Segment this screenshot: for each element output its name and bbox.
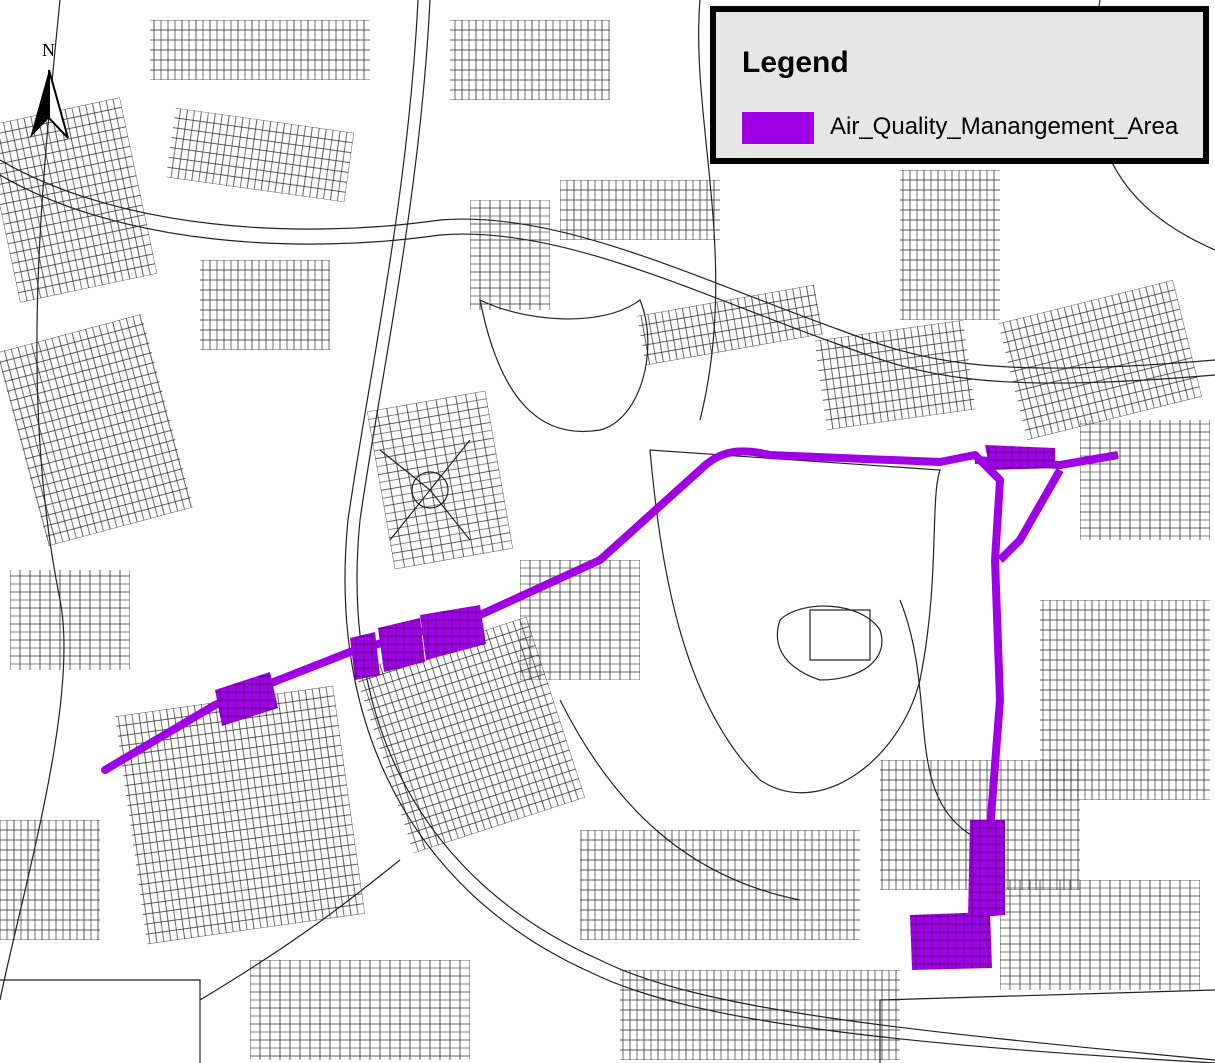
aqma-block-west[interactable] (215, 672, 278, 726)
aqma-block-central-1[interactable] (350, 632, 380, 680)
north-label: N (42, 40, 55, 60)
north-arrow-icon: N (30, 40, 69, 139)
aqma-block-central-2[interactable] (378, 618, 425, 672)
legend-item-label: Air_Quality_Manangement_Area (830, 113, 1179, 140)
building-blocks (0, 20, 1210, 1060)
legend-box: Legend Air_Quality_Manangement_Area (710, 6, 1209, 164)
aqma-block-south-2[interactable] (910, 912, 992, 970)
legend-title: Legend (742, 46, 849, 79)
aqma-block-south-1[interactable] (968, 820, 1005, 918)
aqma-areas[interactable] (101, 445, 1119, 970)
aqma-block-northeast[interactable] (985, 445, 1055, 470)
legend-swatch-aqma (742, 112, 814, 144)
aqma-road-corridor[interactable] (101, 447, 1004, 854)
aqma-block-central-3[interactable] (420, 605, 486, 660)
